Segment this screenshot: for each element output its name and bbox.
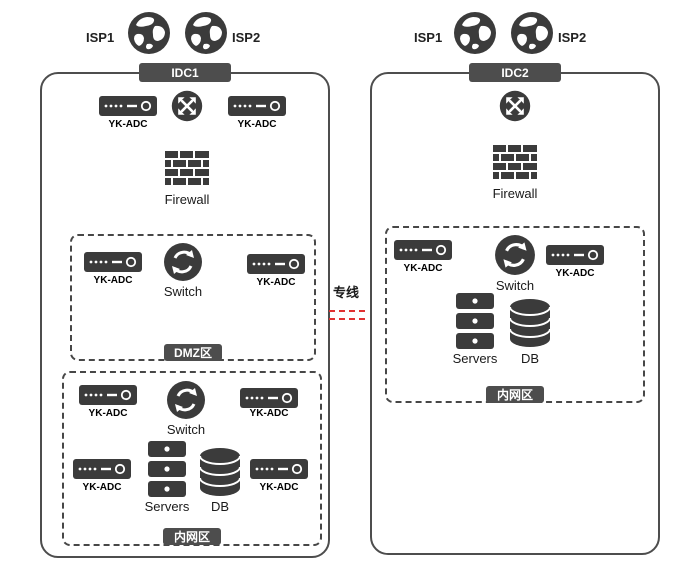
idc1-banner: IDC1 [139,63,231,82]
idc2-banner: IDC2 [469,63,561,82]
intranet-zone-badge: 内网区 [163,528,221,545]
dedicated-line-label: 专线 [332,285,359,300]
yk-adc-label: YK-ADC [237,119,277,130]
adc-appliance-icon [99,96,157,116]
adc-appliance-icon [228,96,286,116]
internet-globe-icon [127,11,171,55]
yk-adc-label: YK-ADC [555,268,595,279]
switch-icon [166,380,206,420]
adc-appliance-icon [250,459,308,479]
adc-appliance-icon [73,459,131,479]
isp2-label: ISP2 [558,30,587,45]
adc-appliance-icon [84,252,142,272]
firewall-icon [165,150,209,188]
firewall-label: Firewall [492,186,538,201]
dedicated-line-dashes [329,310,365,312]
isp1-label: ISP1 [414,30,443,45]
yk-adc-label: YK-ADC [108,119,148,130]
adc-appliance-icon [240,388,298,408]
yk-adc-label: YK-ADC [82,482,122,493]
intranet-zone-container [62,371,322,546]
isp1-label: ISP1 [86,30,115,45]
dedicated-line-dashes [329,318,365,320]
servers-label: Servers [144,499,190,514]
adc-appliance-icon [247,254,305,274]
database-icon [199,447,241,497]
adc-appliance-icon [79,385,137,405]
db-label: DB [210,499,230,514]
firewall-label: Firewall [164,192,210,207]
yk-adc-label: YK-ADC [249,408,289,419]
switch-label: Switch [166,422,206,437]
servers-label: Servers [452,351,498,366]
internet-globe-icon [510,11,554,55]
servers-icon [148,441,186,497]
yk-adc-label: YK-ADC [88,408,128,419]
database-icon [509,298,551,348]
switch-label: Switch [163,284,203,299]
yk-adc-label: YK-ADC [93,275,133,286]
switch-icon [494,234,536,276]
yk-adc-label: YK-ADC [403,263,443,274]
switch-icon [163,242,203,282]
router-icon [171,90,203,122]
yk-adc-label: YK-ADC [259,482,299,493]
dmz-zone-badge: DMZ区 [164,344,222,361]
db-label: DB [520,351,540,366]
intranet-zone-badge: 内网区 [486,386,544,403]
internet-globe-icon [184,11,228,55]
router-icon [499,90,531,122]
firewall-icon [493,144,537,182]
adc-appliance-icon [394,240,452,260]
internet-globe-icon [453,11,497,55]
adc-appliance-icon [546,245,604,265]
servers-icon [456,293,494,349]
switch-label: Switch [495,278,535,293]
yk-adc-label: YK-ADC [256,277,296,288]
isp2-label: ISP2 [232,30,261,45]
